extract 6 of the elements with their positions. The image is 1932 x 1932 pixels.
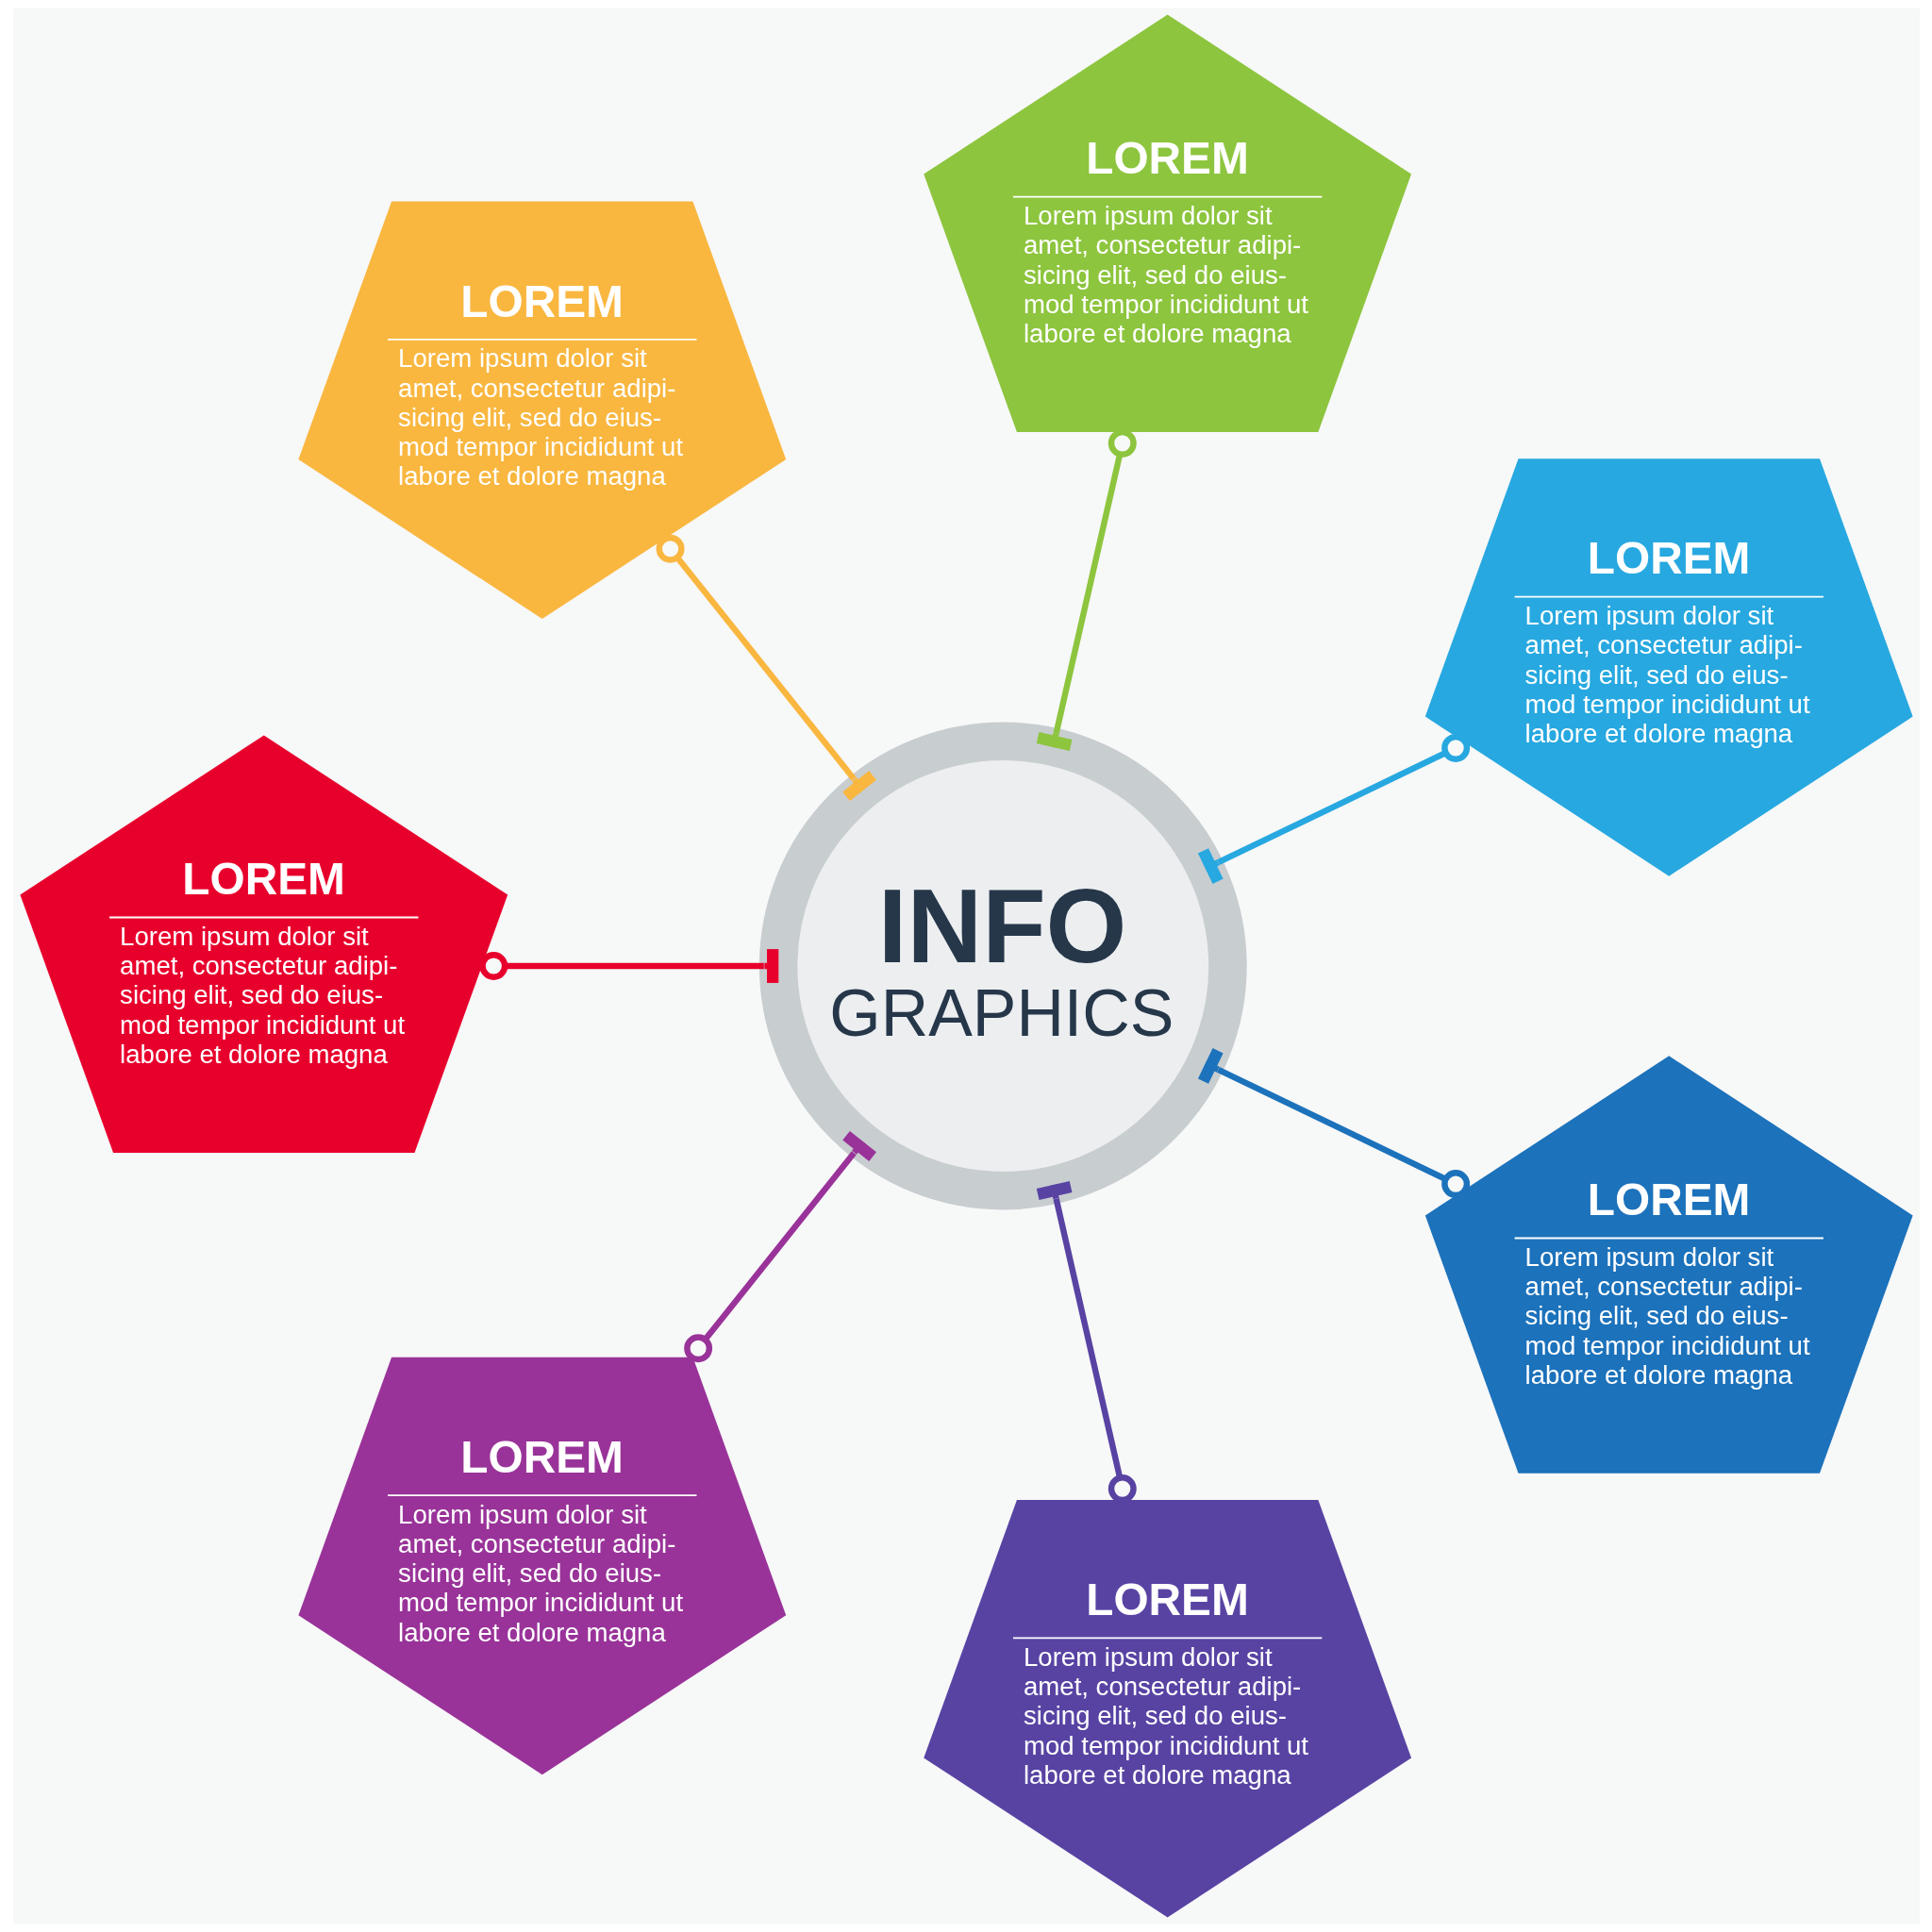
connector: [656, 534, 876, 802]
connector: [1197, 733, 1470, 884]
connector: [683, 1130, 876, 1363]
connector: [1197, 1048, 1470, 1199]
node-circle: INFO GRAPHICS: [758, 722, 1247, 1210]
connector: [478, 949, 778, 983]
